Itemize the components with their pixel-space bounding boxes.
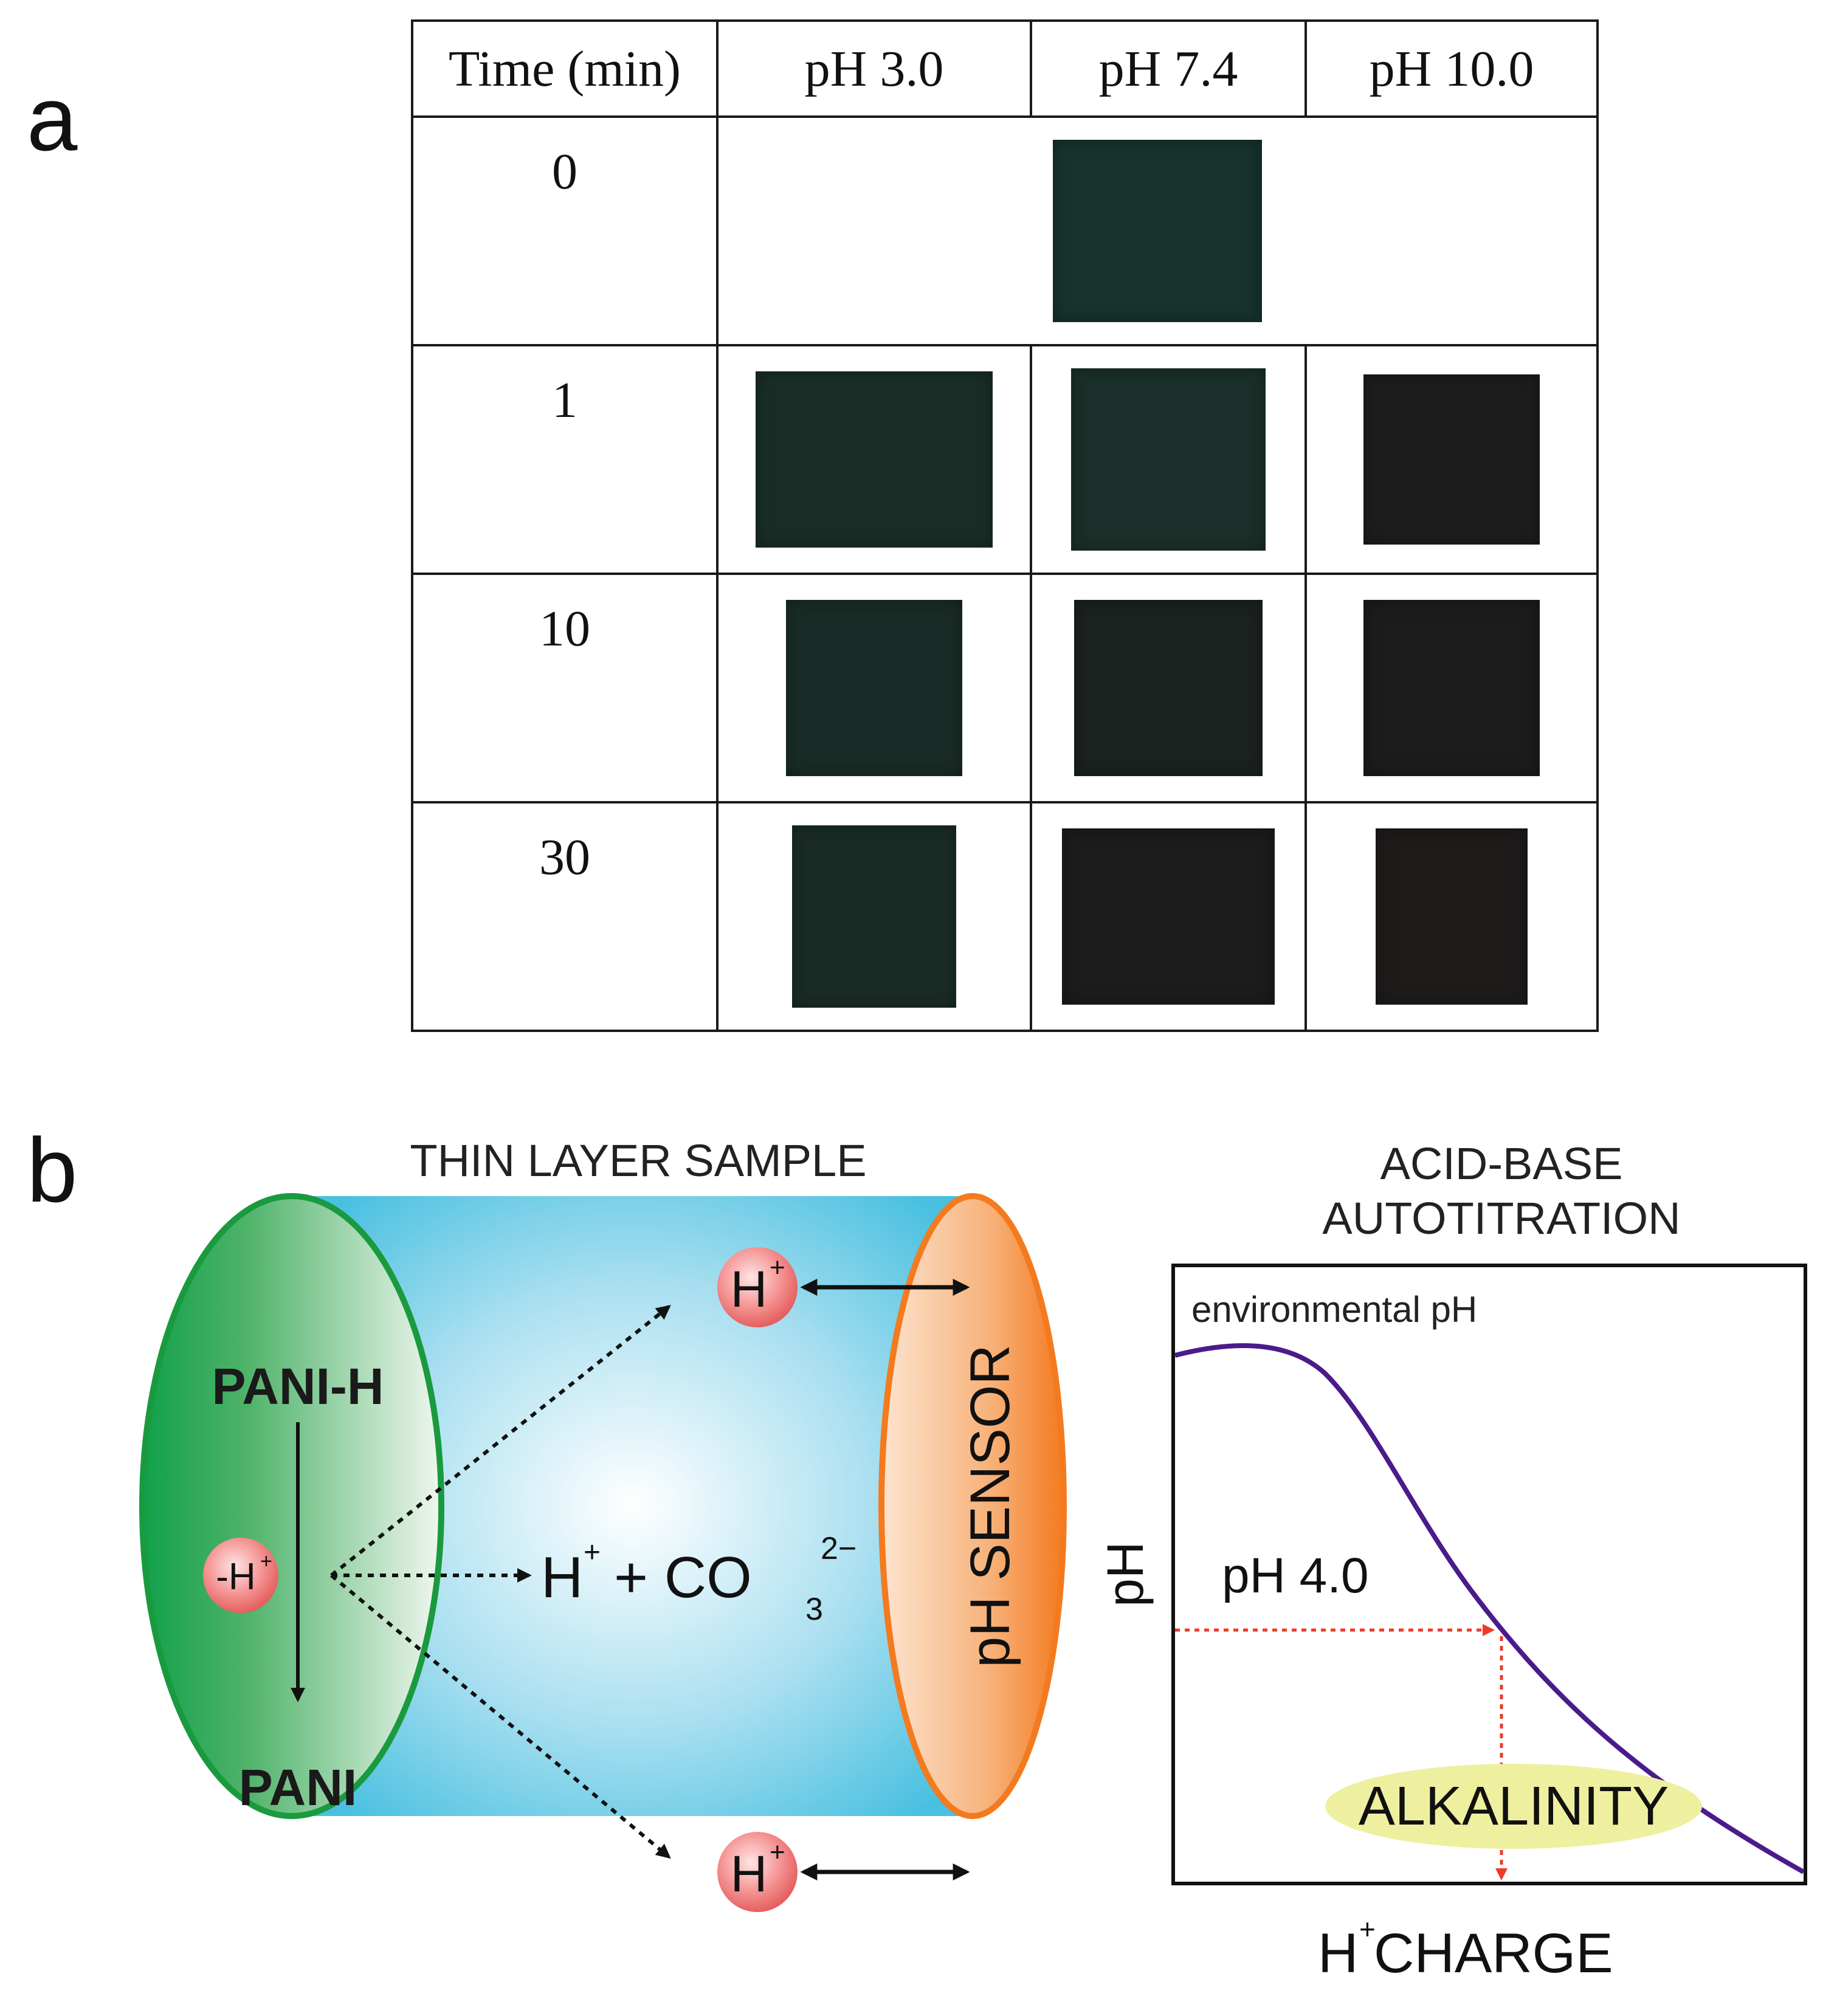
- proton-top: H +: [717, 1247, 798, 1327]
- sample-photo: [756, 371, 993, 548]
- x-axis-label-rest: CHARGE: [1374, 1922, 1613, 1984]
- sample-image-cell: [716, 573, 1032, 803]
- sample-image-cell: [1030, 573, 1307, 803]
- sample-image-cell: [716, 115, 1599, 346]
- sample-image-cell: [1305, 801, 1599, 1032]
- sample-image-cell: [1305, 573, 1599, 803]
- sensor-ellipse: [878, 1193, 1067, 1819]
- reaction-co: + CO: [614, 1545, 752, 1610]
- proton-bottom-sup: +: [770, 1837, 785, 1867]
- alkalinity-ellipse: [1325, 1764, 1702, 1849]
- x-axis-label-h: H: [1318, 1922, 1358, 1984]
- mechanism-diagram: THIN LAYER SAMPLE PANI-H PANI -H + H + +…: [139, 1135, 1807, 1984]
- header-ph-3: pH 3.0: [716, 19, 1032, 118]
- table-row: 30: [411, 801, 1599, 1032]
- curve-label: environmental pH: [1191, 1289, 1477, 1330]
- table-row: 1: [411, 344, 1599, 575]
- sample-photo: [1363, 600, 1540, 776]
- header-ph-7: pH 7.4: [1030, 19, 1307, 118]
- titration-curve: [1174, 1343, 1805, 1874]
- pani-ellipse: [139, 1193, 444, 1819]
- table-row: 10: [411, 573, 1599, 803]
- time-cell: 30: [411, 801, 719, 1032]
- sample-photo: [1074, 600, 1263, 776]
- minus-h-ion: -H +: [203, 1538, 278, 1613]
- time-cell: 1: [411, 344, 719, 575]
- time-cell: 10: [411, 573, 719, 803]
- sample-image-cell: [1305, 344, 1599, 575]
- reaction-superscript: 2−: [821, 1531, 856, 1566]
- ph-marker-label: pH 4.0: [1222, 1548, 1369, 1603]
- minus-h-sup: +: [260, 1550, 272, 1573]
- proton-bottom: H +: [717, 1832, 798, 1912]
- sample-photo: [1062, 828, 1275, 1005]
- sample-photo: [792, 825, 956, 1008]
- sample-photo: [1376, 828, 1528, 1005]
- reaction-h-sup: +: [584, 1536, 601, 1569]
- sample-photo: [1053, 140, 1262, 322]
- results-table: Time (min) pH 3.0 pH 7.4 pH 10.0 0 1 10 …: [411, 19, 1599, 1032]
- x-axis-label-sup: +: [1359, 1913, 1376, 1945]
- proton-bottom-label: H: [731, 1845, 768, 1902]
- reaction-subscript: 3: [805, 1592, 823, 1627]
- alkalinity-label: ALKALINITY: [1359, 1776, 1669, 1837]
- sample-image-cell: [716, 801, 1032, 1032]
- dotted-arrow-down: [330, 1574, 671, 1859]
- x-axis-label: H + CHARGE: [1318, 1913, 1613, 1984]
- reaction-h: H: [541, 1545, 583, 1610]
- titration-title-line1: ACID-BASE: [1380, 1138, 1623, 1189]
- sample-image-cell: [1030, 344, 1307, 575]
- panel-a-label: a: [27, 67, 78, 170]
- titration-title-line2: AUTOTITRATION: [1322, 1193, 1680, 1244]
- minus-h-label: -H: [216, 1556, 255, 1598]
- reaction-products: H + + CO 3 2−: [541, 1531, 856, 1627]
- sample-photo: [1363, 374, 1540, 545]
- pani-label: PANI: [239, 1759, 357, 1816]
- panel-b-label: b: [27, 1119, 78, 1221]
- table-row: 0: [411, 115, 1599, 346]
- ph-sensor-label: pH SENSOR: [959, 1344, 1021, 1668]
- proton-top-sup: +: [770, 1253, 785, 1282]
- y-axis-label: pH: [1097, 1541, 1154, 1606]
- proton-top-label: H: [731, 1261, 768, 1318]
- table-header-row: Time (min) pH 3.0 pH 7.4 pH 10.0: [411, 19, 1599, 118]
- sample-photo: [1071, 368, 1266, 551]
- sample-image-cell: [716, 344, 1032, 575]
- time-cell: 0: [411, 115, 719, 346]
- sample-title: THIN LAYER SAMPLE: [410, 1135, 866, 1186]
- header-ph-10: pH 10.0: [1305, 19, 1599, 118]
- sample-photo: [786, 600, 962, 776]
- sample-image-cell: [1030, 801, 1307, 1032]
- header-time: Time (min): [411, 19, 719, 118]
- pani-h-label: PANI-H: [212, 1358, 384, 1415]
